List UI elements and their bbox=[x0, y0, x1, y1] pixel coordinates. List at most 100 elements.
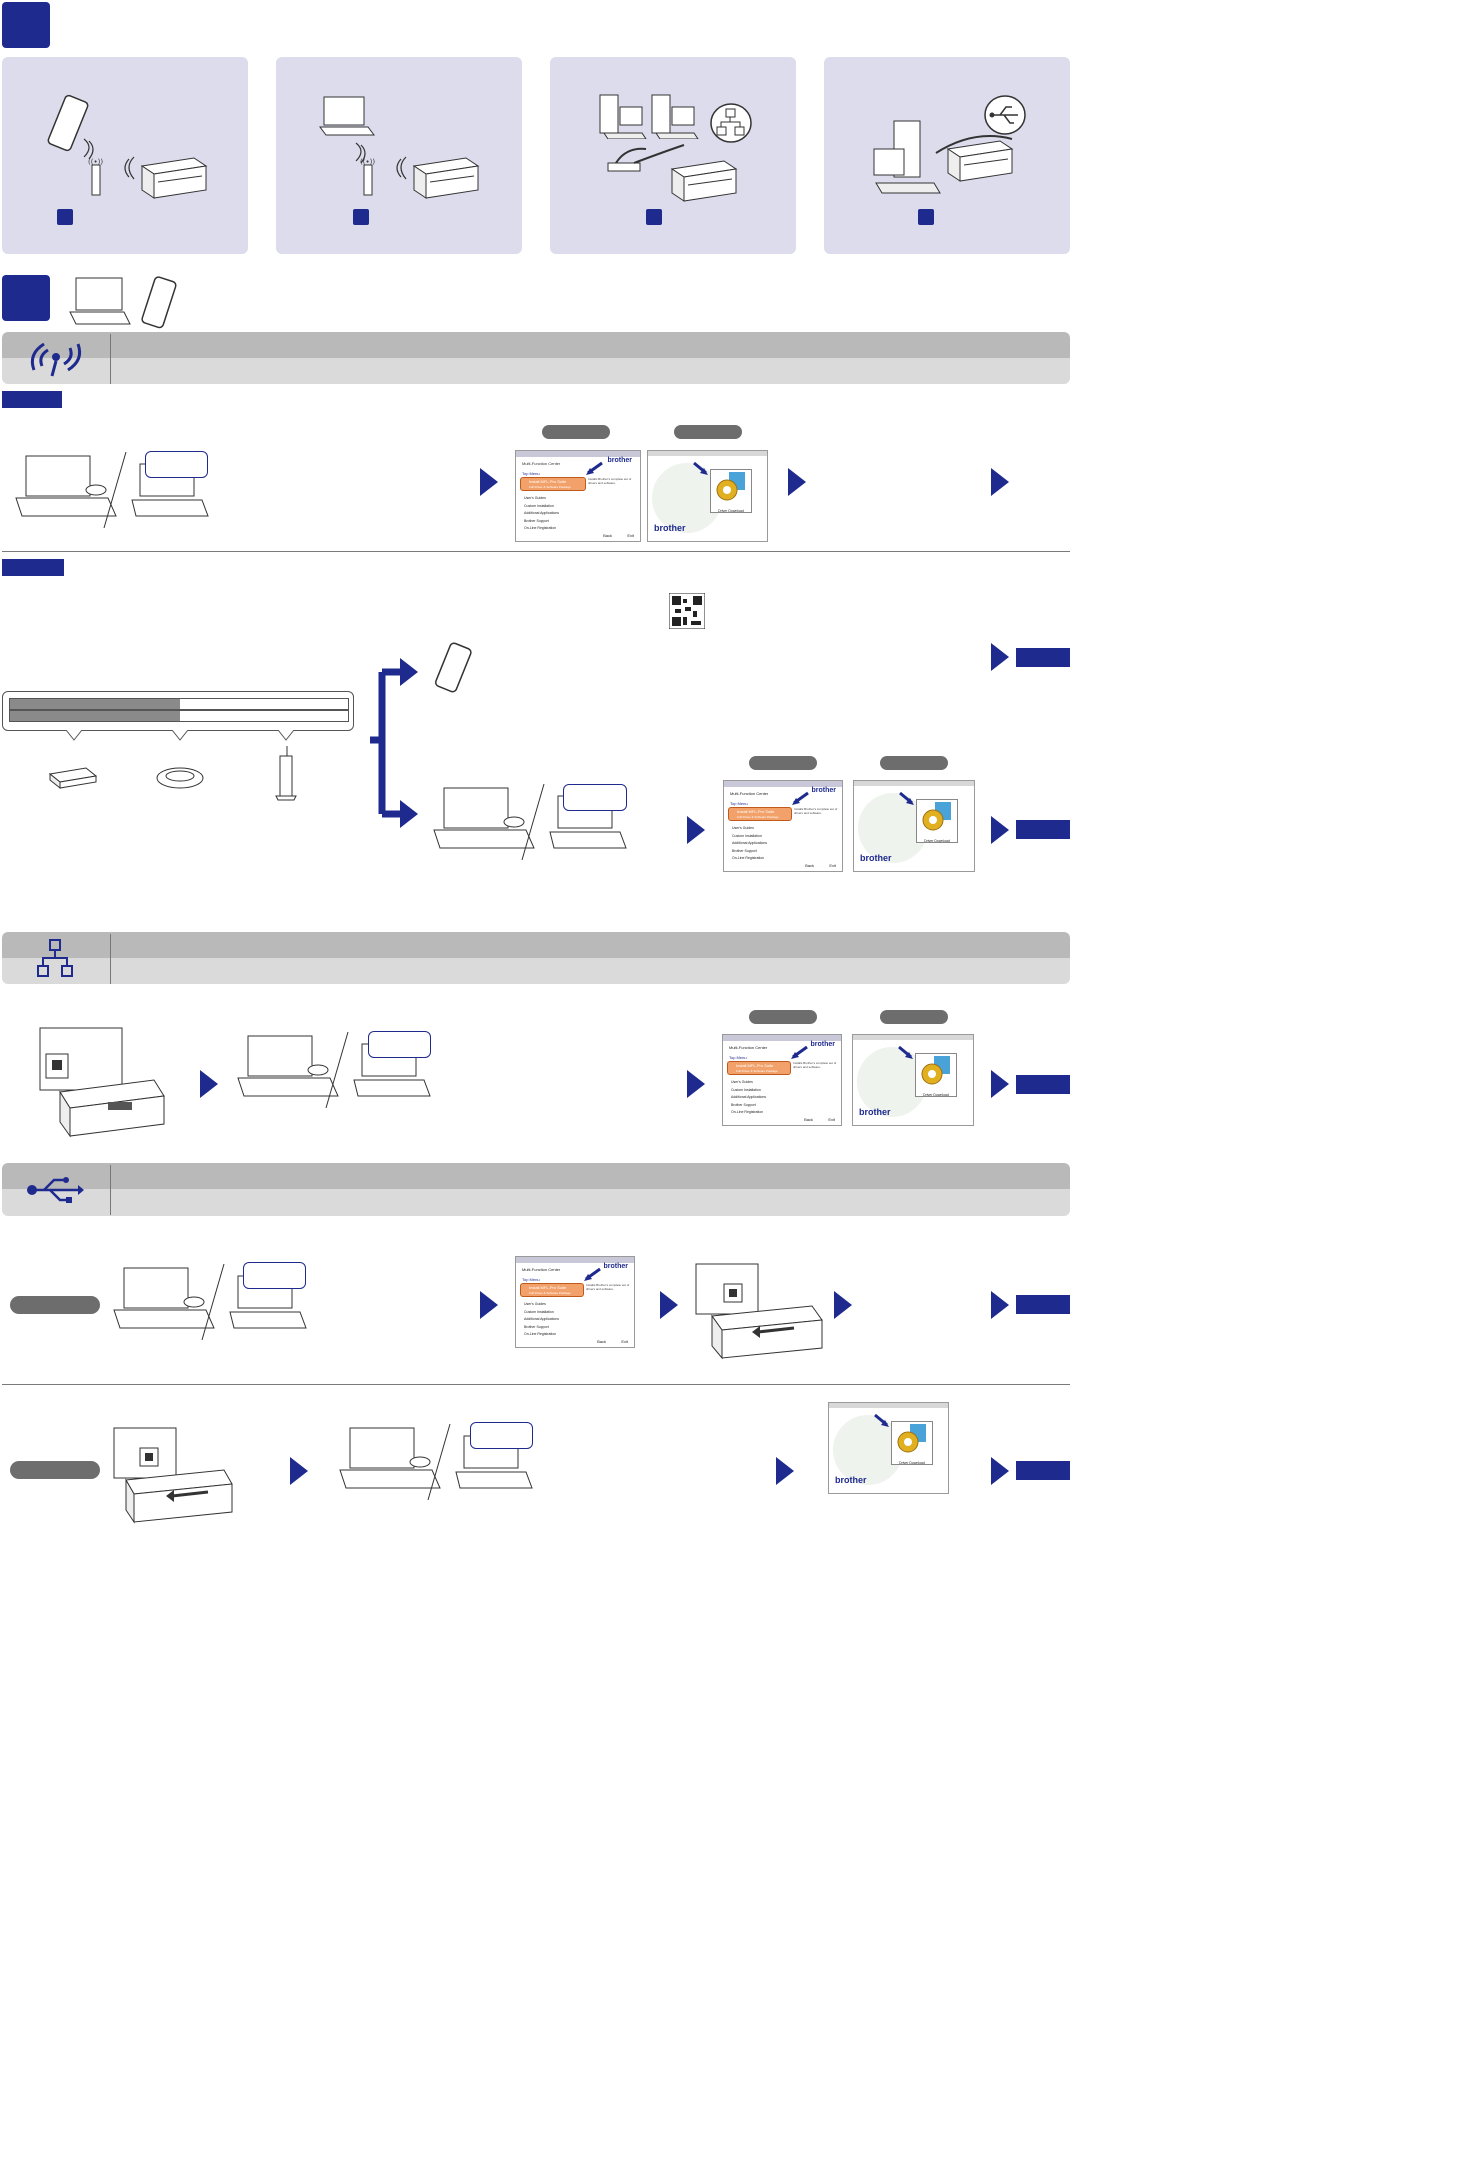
install-highlight[interactable]: Install MFL-Pro Suite Full Driver & Soft… bbox=[520, 477, 586, 491]
install-description: Installs Brother's complete set of drive… bbox=[588, 477, 632, 485]
usb-icon bbox=[984, 95, 1026, 135]
printer-icon bbox=[670, 160, 738, 202]
desktop-computer-icon bbox=[651, 94, 699, 139]
section-divider bbox=[2, 1384, 1070, 1385]
goto-tab bbox=[1016, 1295, 1070, 1314]
driver-download-label: Driver Download bbox=[924, 839, 950, 843]
driver-download-tile[interactable]: Driver Download bbox=[915, 1053, 957, 1097]
laptop-cd-install-illustration bbox=[15, 451, 209, 529]
router-round-icon bbox=[156, 767, 204, 789]
mfc-title: Multi-Function Center bbox=[730, 791, 769, 796]
usb-icon bbox=[27, 1177, 84, 1203]
wireless-icon bbox=[355, 142, 366, 163]
exit-button[interactable]: Exit bbox=[627, 533, 634, 538]
gear-icon bbox=[921, 1056, 950, 1085]
menu-item[interactable]: Additional Applications bbox=[731, 1095, 767, 1099]
next-arrow bbox=[991, 816, 1009, 844]
connection-panel-usb bbox=[824, 57, 1070, 254]
brand-logo: brother bbox=[859, 1107, 891, 1117]
section-icon-divider bbox=[110, 934, 111, 984]
menu-item[interactable]: Brother Support bbox=[731, 1102, 756, 1107]
menu-item[interactable]: User's Guides bbox=[732, 826, 754, 830]
install-highlight[interactable]: Install MFL-Pro Suite Full Driver & Soft… bbox=[520, 1283, 584, 1297]
menu-item[interactable]: Additional Applications bbox=[732, 841, 768, 845]
back-button[interactable]: Back bbox=[804, 1117, 813, 1122]
table-row-ssid bbox=[9, 698, 349, 710]
back-button[interactable]: Back bbox=[805, 863, 814, 868]
menu-item[interactable]: Custom Installation bbox=[731, 1087, 761, 1092]
svg-text:((•)): ((•)) bbox=[360, 158, 375, 166]
section-icon-divider bbox=[110, 334, 111, 384]
install-highlight[interactable]: Install MFL-Pro Suite Full Driver & Soft… bbox=[728, 807, 792, 821]
menu-item[interactable]: On-Line Registration bbox=[524, 526, 557, 530]
install-item-sub: Full Driver & Software Package bbox=[737, 815, 779, 819]
section-divider bbox=[2, 551, 1070, 552]
menu-item[interactable]: User's Guides bbox=[731, 1080, 753, 1084]
os-pill-windows bbox=[542, 425, 610, 439]
wireless-icon bbox=[396, 156, 407, 180]
mfc-title: Multi-Function Center bbox=[729, 1045, 768, 1050]
wireless-icon bbox=[83, 138, 94, 160]
menu-item[interactable]: User's Guides bbox=[524, 1302, 546, 1306]
install-highlight[interactable]: Install MFL-Pro Suite Full Driver & Soft… bbox=[727, 1061, 791, 1075]
laptop-cd-install-illustration bbox=[113, 1263, 307, 1341]
printer-icon bbox=[412, 157, 480, 199]
menu-item[interactable]: Brother Support bbox=[524, 518, 549, 523]
svg-text:((•)): ((•)) bbox=[88, 158, 103, 166]
menu-item[interactable]: On-Line Registration bbox=[524, 1332, 557, 1336]
menu-item[interactable]: On-Line Registration bbox=[731, 1110, 764, 1114]
connection-panel-mobile: ((•)) bbox=[2, 57, 248, 254]
network-hub-icon bbox=[607, 144, 685, 172]
menu-item[interactable]: Brother Support bbox=[732, 848, 757, 853]
branch-arrows bbox=[370, 658, 418, 828]
back-button[interactable]: Back bbox=[597, 1339, 606, 1344]
software-screenshot-windows: Multi-Function Center brother Top Menu I… bbox=[723, 780, 843, 872]
menu-item[interactable]: Custom Installation bbox=[524, 1309, 554, 1314]
software-screenshot-windows: Multi-Function Center brother Top Menu I… bbox=[515, 450, 641, 542]
menu-list: User's Guides Custom Installation Additi… bbox=[731, 1079, 766, 1117]
next-arrow bbox=[200, 1070, 218, 1098]
os-pill-windows bbox=[749, 1010, 817, 1024]
os-pill-mac bbox=[880, 756, 948, 770]
exit-button[interactable]: Exit bbox=[829, 863, 836, 868]
menu-item[interactable]: Brother Support bbox=[524, 1324, 549, 1329]
menu-item[interactable]: Additional Applications bbox=[524, 1317, 560, 1321]
driver-download-tile[interactable]: Driver Download bbox=[891, 1421, 933, 1465]
menu-item[interactable]: Additional Applications bbox=[524, 511, 560, 515]
brand-logo: brother bbox=[810, 1041, 836, 1048]
usb-cable-icon bbox=[935, 135, 1013, 154]
next-arrow bbox=[834, 1291, 852, 1319]
goto-tab bbox=[1016, 1461, 1070, 1480]
top-menu-label: Top Menu bbox=[522, 471, 540, 476]
menu-item[interactable]: User's Guides bbox=[524, 496, 546, 500]
callout-box bbox=[145, 451, 208, 478]
brand-logo: brother bbox=[835, 1475, 867, 1485]
wireless-icon bbox=[124, 156, 135, 180]
exit-button[interactable]: Exit bbox=[621, 1339, 628, 1344]
exit-button[interactable]: Exit bbox=[828, 1117, 835, 1122]
driver-download-label: Driver Download bbox=[718, 509, 744, 513]
wired-section-subheader bbox=[2, 958, 1070, 984]
install-item-label: Install MFL-Pro Suite bbox=[529, 1285, 567, 1290]
pointer-arrow-icon bbox=[874, 1413, 889, 1427]
menu-list: User's Guides Custom Installation Additi… bbox=[732, 825, 767, 863]
install-item-sub: Full Driver & Software Package bbox=[529, 1291, 571, 1295]
menu-item[interactable]: Custom Installation bbox=[524, 503, 554, 508]
menu-item[interactable]: Custom Installation bbox=[732, 833, 762, 838]
connection-panel-wired-network bbox=[550, 57, 796, 254]
next-arrow bbox=[480, 468, 498, 496]
menu-item[interactable]: On-Line Registration bbox=[732, 856, 765, 860]
desktop-computer-icon bbox=[599, 94, 647, 139]
next-arrow bbox=[687, 1070, 705, 1098]
table-row-key bbox=[9, 710, 349, 722]
driver-download-tile[interactable]: Driver Download bbox=[916, 799, 958, 843]
laptop-cd-install-illustration bbox=[237, 1031, 431, 1109]
driver-download-tile[interactable]: Driver Download bbox=[710, 469, 752, 513]
section-icon-divider bbox=[110, 1165, 111, 1215]
wireless-section-subheader bbox=[2, 358, 1070, 384]
substep-label-a bbox=[2, 391, 62, 408]
back-button[interactable]: Back bbox=[603, 533, 612, 538]
laptop-icon bbox=[319, 96, 375, 136]
next-arrow bbox=[991, 1291, 1009, 1319]
pointer-arrow-icon bbox=[584, 1267, 601, 1281]
